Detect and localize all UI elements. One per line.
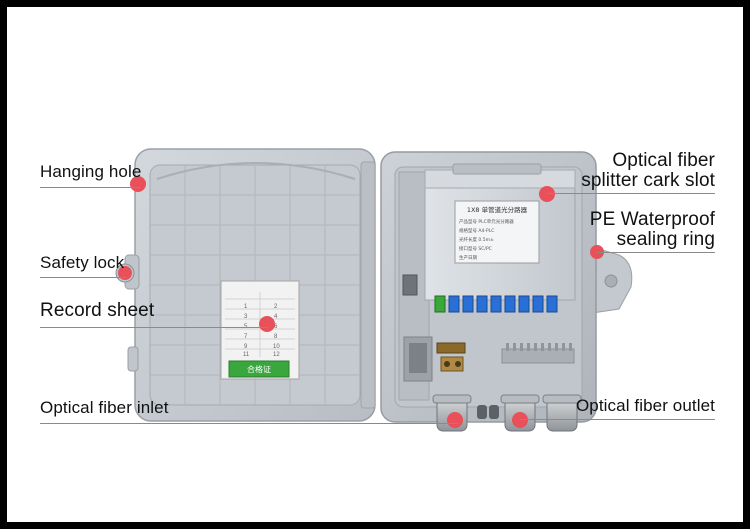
leader-splitter-slot — [547, 193, 715, 194]
adapter-ports — [434, 295, 558, 313]
record-sheet: 1 2 3 4 5 6 7 8 9 10 11 12 合格证 — [220, 280, 300, 380]
marker-record-sheet — [259, 316, 275, 332]
marker-fiber-outlet — [512, 412, 528, 428]
label-hanging-hole: Hanging hole — [40, 162, 142, 181]
splitter-module: 1X8 单管道光分路器 产品型号 PLC单元光分路器 规格型号 A4-PLC 光… — [424, 163, 576, 313]
sheet-num-7: 7 — [244, 334, 248, 340]
enclosure-photo: 1 2 3 4 5 6 7 8 9 10 11 12 合格证 — [115, 148, 633, 432]
sheet-num-10: 10 — [273, 344, 280, 350]
sheet-num-11: 11 — [243, 352, 250, 358]
marker-safety-lock — [118, 266, 132, 280]
label-safety-lock: Safety lock — [40, 253, 125, 272]
label-waterproof-line2: sealing ring — [616, 229, 715, 250]
splitter-label-row-4: 接口型号 SC/PC — [459, 245, 492, 252]
sheet-num-9: 9 — [244, 344, 248, 350]
leader-optical-fiber-inlet — [40, 423, 458, 424]
leader-hanging-hole — [40, 187, 140, 188]
label-splitter-line2: splitter cark slot — [581, 170, 715, 191]
sheet-num-3: 3 — [244, 314, 248, 320]
diagram-frame: 1 2 3 4 5 6 7 8 9 10 11 12 合格证 — [7, 7, 743, 522]
fiber-comb — [501, 343, 575, 364]
splitter-label-row-5: 生产日期 — [459, 254, 477, 261]
ground-terminal — [436, 342, 466, 372]
splitter-label-title: 1X8 单管道光分路器 — [467, 205, 528, 214]
certificate-sticker — [228, 360, 290, 378]
marker-fiber-inlet — [447, 412, 463, 428]
label-record-sheet: Record sheet — [40, 300, 155, 321]
sheet-num-8: 8 — [274, 334, 278, 340]
leader-safety-lock — [40, 277, 126, 278]
marker-hanging-hole — [130, 176, 146, 192]
label-optical-fiber-inlet: Optical fiber inlet — [40, 398, 169, 417]
splitter-label-row-3: 光纤长度 0.5m± — [459, 236, 494, 243]
certificate-text: 合格证 — [247, 364, 271, 374]
label-waterproof-line1: PE Waterproof — [589, 209, 715, 230]
leader-optical-fiber-outlet — [520, 419, 715, 420]
label-splitter-line1: Optical fiber — [612, 150, 715, 171]
sheet-num-12: 12 — [273, 352, 280, 358]
leader-waterproof-ring — [597, 252, 715, 253]
sheet-num-2: 2 — [274, 304, 278, 310]
splitter-label-row-1: 产品型号 PLC单元光分路器 — [459, 218, 514, 225]
splitter-label-row-2: 规格型号 A4-PLC — [459, 227, 494, 234]
marker-splitter-slot — [539, 186, 555, 202]
sheet-num-4: 4 — [274, 314, 278, 320]
leader-record-sheet — [40, 327, 268, 328]
label-optical-fiber-outlet: Optical fiber outlet — [575, 396, 715, 415]
sheet-num-6: 6 — [274, 324, 278, 330]
sheet-num-1: 1 — [244, 304, 248, 310]
markers — [118, 176, 604, 428]
